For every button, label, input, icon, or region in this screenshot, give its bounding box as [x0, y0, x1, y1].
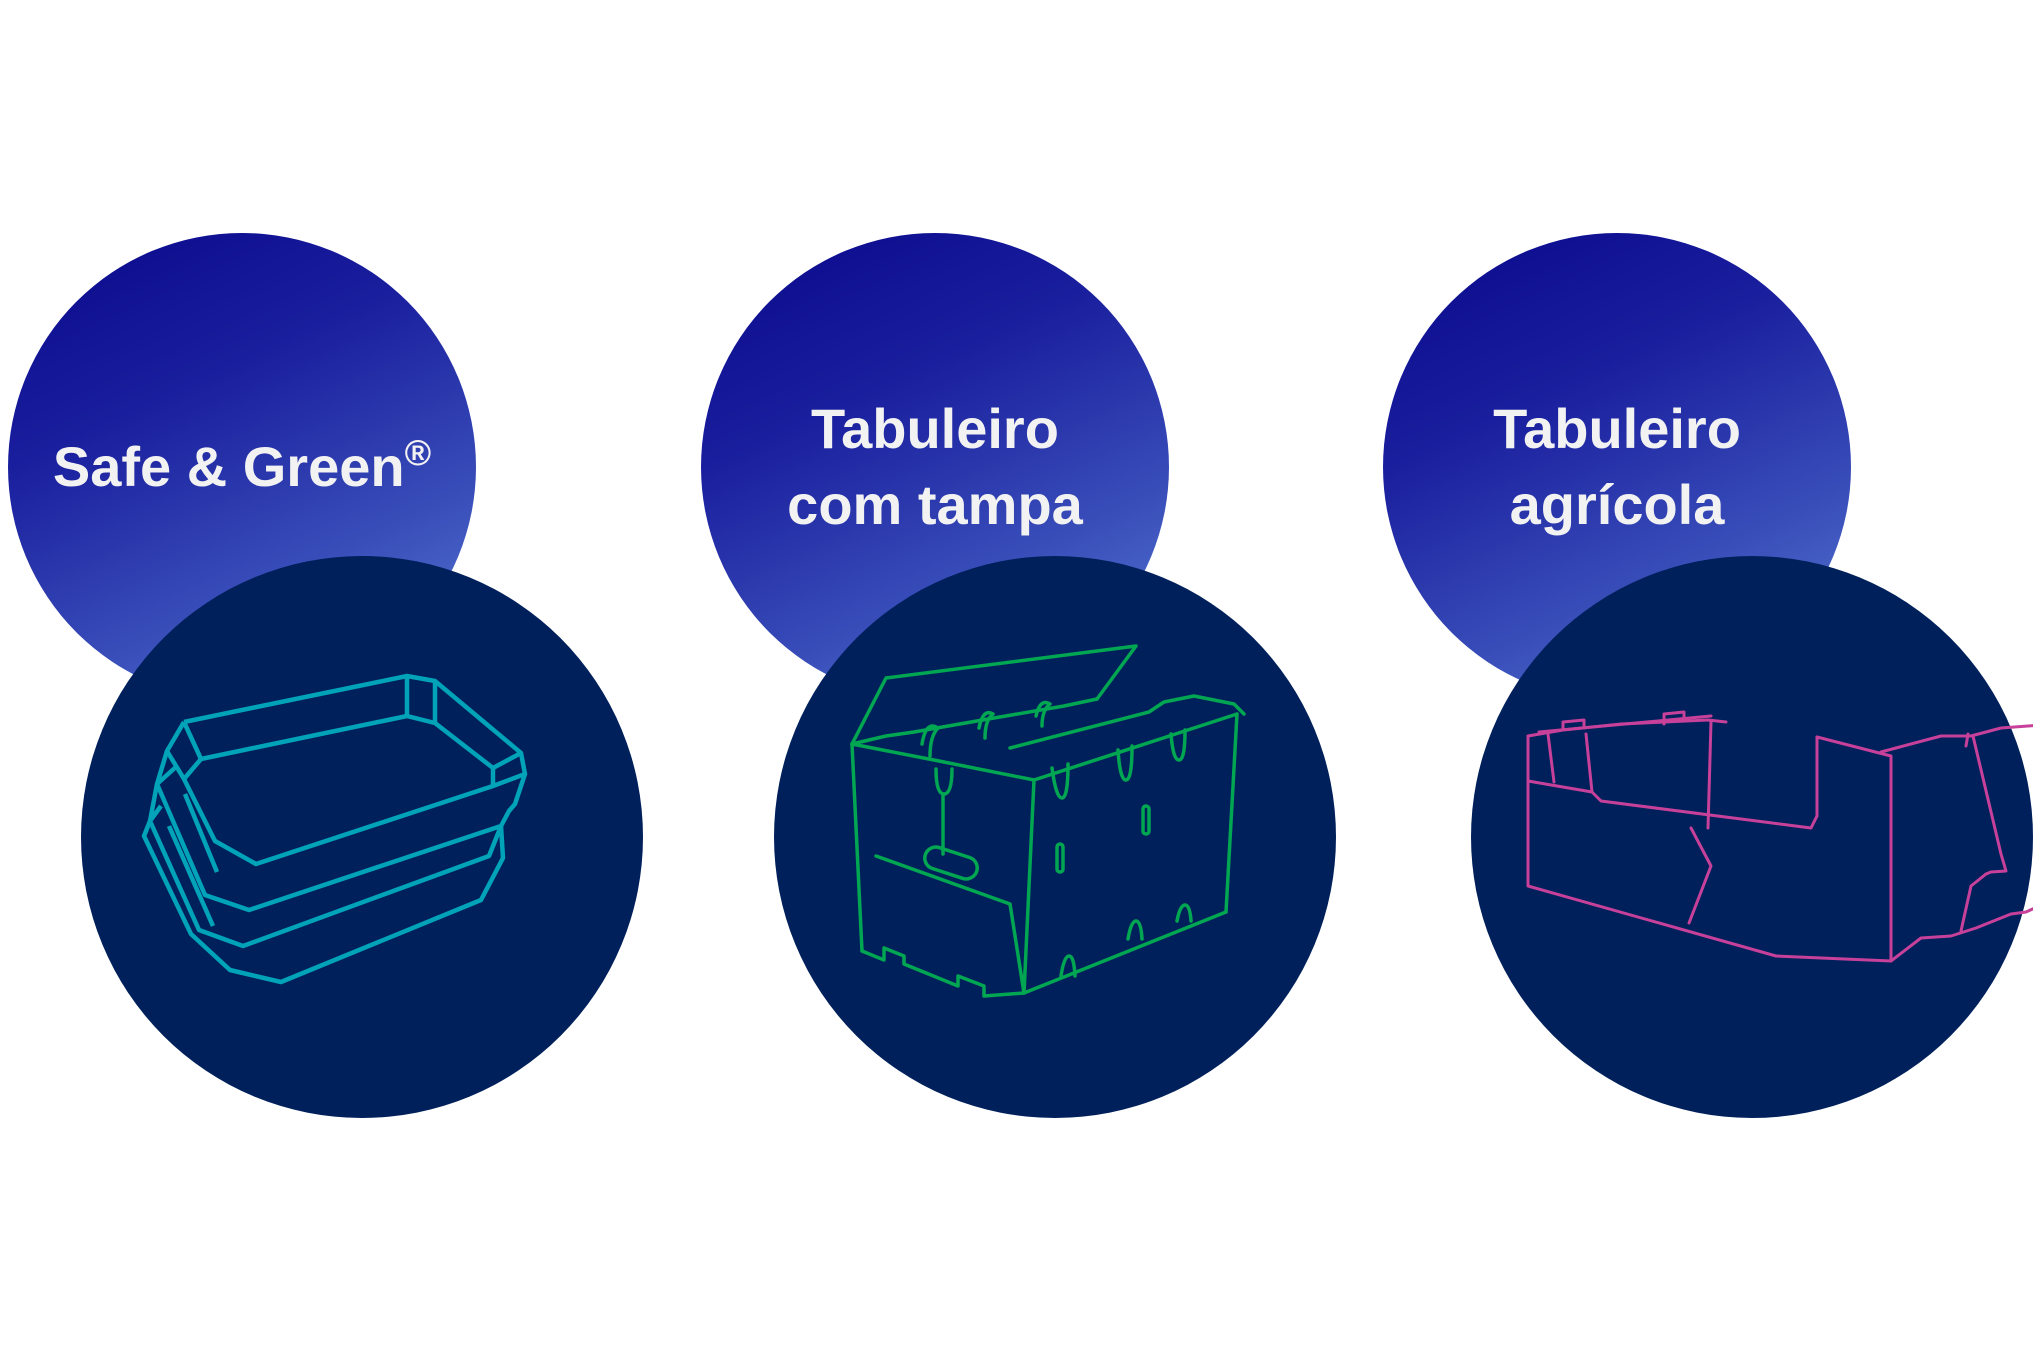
agricultural-tray-icon — [1526, 710, 2033, 963]
icon-circle — [1471, 556, 2033, 1118]
product-name: Safe & Green® — [53, 429, 431, 505]
icon-circle — [81, 556, 643, 1118]
product-name-text: Safe & Green — [52, 435, 405, 498]
lidded-box-icon — [850, 644, 1246, 998]
product-tabuleiro-agricola: Tabuleiro agrícola — [1360, 0, 2040, 1350]
icon-circle — [774, 556, 1336, 1118]
product-name-text: Tabuleiro com tampa — [787, 397, 1083, 536]
product-name: Tabuleiro com tampa — [787, 391, 1083, 543]
stacked-trays-icon — [141, 673, 528, 985]
product-tabuleiro-com-tampa: Tabuleiro com tampa — [680, 0, 1360, 1350]
product-name: Tabuleiro agrícola — [1493, 391, 1741, 543]
product-safe-and-green: Safe & Green® — [0, 0, 680, 1350]
trademark-symbol: ® — [404, 432, 432, 473]
product-name-text: Tabuleiro agrícola — [1493, 397, 1741, 536]
